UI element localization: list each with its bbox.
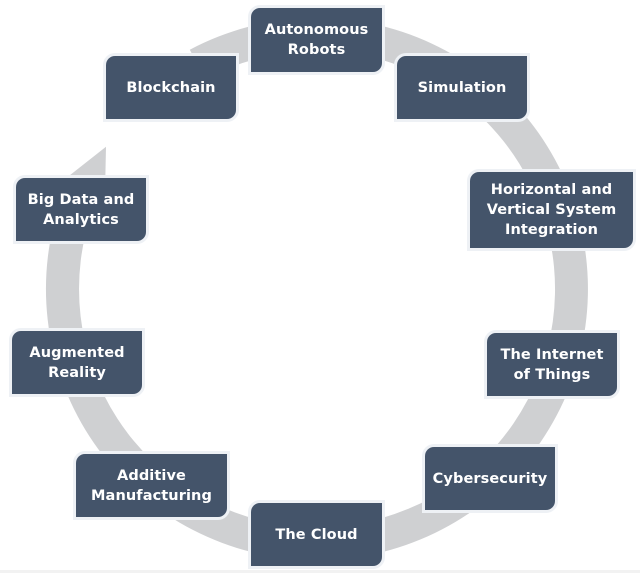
node-internet-of-things: The Internet of Things bbox=[487, 333, 617, 396]
node-label: Blockchain bbox=[126, 79, 216, 96]
bottom-edge bbox=[0, 570, 640, 573]
node-big-data-analytics: Big Data and Analytics bbox=[16, 178, 146, 241]
node-simulation: Simulation bbox=[397, 56, 527, 119]
node-augmented-reality: Augmented Reality bbox=[12, 331, 142, 394]
node-the-cloud: The Cloud bbox=[251, 503, 382, 566]
node-autonomous-robots: Autonomous Robots bbox=[251, 8, 382, 72]
node-label: Horizontal and Vertical System Integrati… bbox=[486, 182, 617, 238]
node-additive-manufacturing: Additive Manufacturing bbox=[76, 454, 227, 517]
node-cybersecurity: Cybersecurity bbox=[425, 447, 555, 510]
node-label: Simulation bbox=[417, 79, 507, 96]
node-blockchain: Blockchain bbox=[106, 56, 236, 119]
node-label: Cybersecurity bbox=[432, 470, 548, 487]
node-label: Big Data and Analytics bbox=[27, 191, 135, 228]
node-label: The Internet of Things bbox=[500, 346, 604, 383]
node-label: Augmented Reality bbox=[29, 344, 125, 381]
node-horizontal-vertical-integration: Horizontal and Vertical System Integrati… bbox=[470, 172, 633, 248]
node-label: Autonomous Robots bbox=[264, 22, 369, 58]
node-label: Additive Manufacturing bbox=[91, 467, 212, 504]
node-label: The Cloud bbox=[275, 526, 358, 543]
